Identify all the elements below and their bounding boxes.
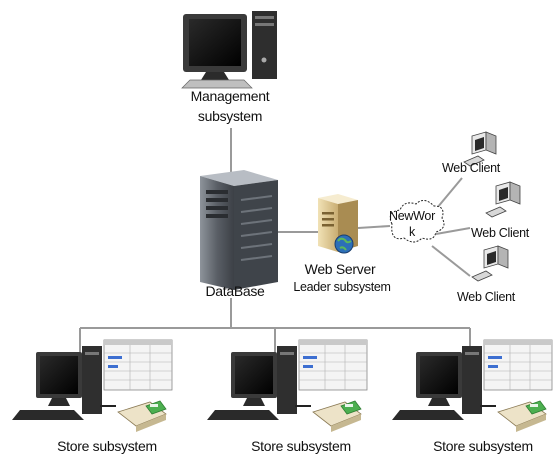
card-reader-icon xyxy=(312,400,362,432)
web-client-label-1: Web Client xyxy=(442,161,500,175)
database-label: DataBase xyxy=(205,283,265,299)
store-workstation-3 xyxy=(392,339,553,432)
web-server xyxy=(318,194,358,254)
store-workstation-icon xyxy=(207,339,368,432)
web-client-2 xyxy=(485,181,521,218)
network-label-line2: k xyxy=(409,225,415,239)
store-workstation-1 xyxy=(12,339,173,432)
client-computer-icon xyxy=(463,131,497,167)
web-client-label-2: Web Client xyxy=(471,226,529,240)
network-cloud xyxy=(389,200,445,243)
web-client-label-3: Web Client xyxy=(457,290,515,304)
client-computer-icon xyxy=(471,245,509,282)
card-reader-icon xyxy=(497,400,547,432)
store-workstation-2 xyxy=(207,339,368,432)
store-workstation-icon xyxy=(12,339,173,432)
leader-subsystem-label: Leader subsystem xyxy=(293,280,391,294)
store-workstation-icon xyxy=(392,339,553,432)
management-label-line1: Management xyxy=(190,88,270,104)
network-label-line1: NewWor xyxy=(389,209,435,223)
database-server xyxy=(200,170,278,290)
server-tower-icon xyxy=(200,170,278,290)
web-client-1 xyxy=(463,131,497,167)
web-client-3 xyxy=(471,245,509,282)
client-computer-icon xyxy=(485,181,521,218)
connector-lines xyxy=(79,128,471,352)
card-reader-icon xyxy=(117,400,167,432)
cloud-network-icon xyxy=(389,200,445,243)
web-server-label: Web Server xyxy=(304,261,376,277)
store-label-3: Store subsystem xyxy=(433,438,533,454)
desktop-computer-icon xyxy=(181,11,277,89)
management-computer xyxy=(181,11,277,89)
management-label-line2: subsystem xyxy=(197,108,263,124)
web-server-icon xyxy=(318,194,358,254)
store-label-1: Store subsystem xyxy=(57,438,157,454)
store-label-2: Store subsystem xyxy=(251,438,351,454)
